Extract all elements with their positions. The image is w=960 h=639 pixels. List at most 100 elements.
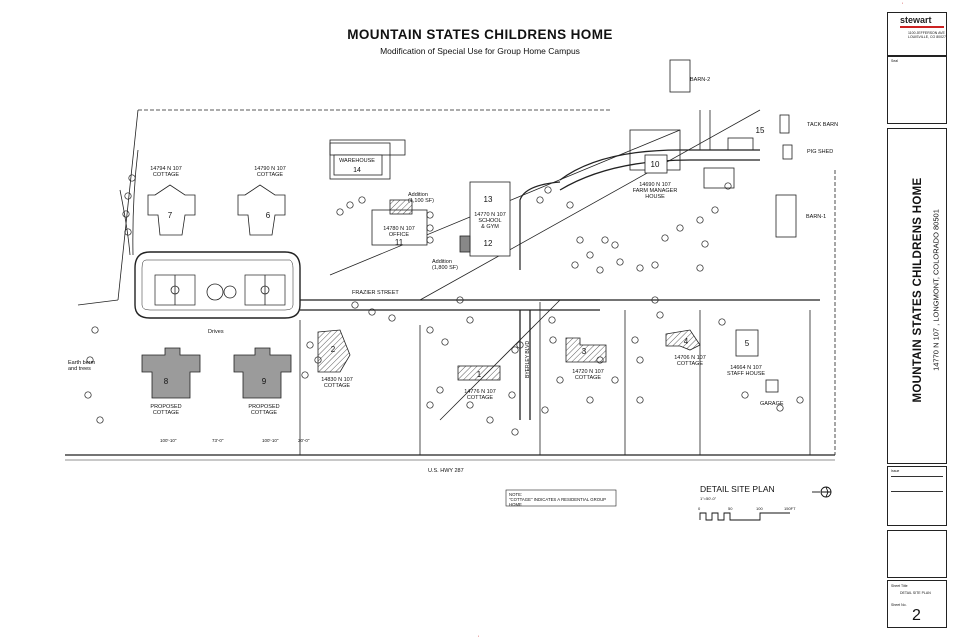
scale-tick-50: 50: [728, 506, 733, 511]
tree-42: [466, 401, 474, 409]
tree-66: [586, 396, 594, 404]
title-block-seal: Seal: [887, 56, 947, 124]
tree-58: [86, 356, 94, 364]
tree-18: [636, 264, 644, 272]
tree-13: [566, 201, 574, 209]
tree-64: [511, 428, 519, 436]
tree-55: [776, 404, 784, 412]
tree-30: [306, 341, 314, 349]
title-block-blank: [887, 530, 947, 578]
street-highway: U.S. HWY 287: [428, 468, 464, 474]
tree-33: [351, 301, 359, 309]
building-14-label: WAREHOUSE: [339, 158, 375, 164]
tree-15: [586, 251, 594, 259]
tree-2: [124, 192, 132, 200]
tree-60: [96, 416, 104, 424]
tree-57: [91, 326, 99, 334]
tree-61: [511, 346, 519, 354]
tree-54: [741, 391, 749, 399]
tree-25: [661, 234, 669, 242]
building-9-number: 9: [262, 377, 267, 386]
tree-44: [548, 316, 556, 324]
tree-32: [301, 371, 309, 379]
tree-59: [84, 391, 92, 399]
tree-39: [466, 316, 474, 324]
dimension-3: 100'-10": [262, 438, 279, 443]
tree-49: [631, 336, 639, 344]
title-block-firm: stewart 1100 JEFFERSON AVE LOUISVILLE, C…: [887, 12, 947, 56]
dimension-1: 100'-10": [160, 438, 177, 443]
building-8-number: 8: [164, 377, 169, 386]
tree-52: [656, 311, 664, 319]
tree-14: [576, 236, 584, 244]
building-5-number: 5: [745, 339, 750, 348]
issue-label: Issue: [891, 469, 900, 473]
tree-62: [508, 391, 516, 399]
tack-barn-label: TACK BARN: [807, 122, 838, 128]
tree-12: [544, 186, 552, 194]
tree-38: [456, 296, 464, 304]
tree-53: [718, 318, 726, 326]
tree-35: [388, 314, 396, 322]
scale-bar: [699, 512, 790, 521]
scale-note: 1"=50'-0": [700, 496, 717, 501]
north-arrow-icon: [812, 486, 832, 498]
tree-27: [696, 216, 704, 224]
tree-10: [426, 236, 434, 244]
tree-23: [696, 264, 704, 272]
addition-school-label: Addition(1,800 SF): [432, 259, 458, 271]
tree-1: [128, 174, 136, 182]
firm-logo: stewart: [900, 15, 932, 25]
tree-29: [724, 182, 732, 190]
dimension-4: 20'-0": [298, 438, 310, 443]
tree-16: [601, 236, 609, 244]
building-14-number: 14: [353, 167, 361, 174]
building-1-number: 1: [477, 370, 482, 379]
tree-24: [701, 240, 709, 248]
tree-63: [486, 416, 494, 424]
tree-43: [516, 341, 524, 349]
building-12-number: 12: [484, 239, 493, 248]
firm-address: 1100 JEFFERSON AVE LOUISVILLE, CO 80027: [908, 31, 946, 39]
sheet-border-mark-bottom: ▪: [478, 634, 480, 638]
tree-5: [336, 208, 344, 216]
tree-45: [549, 336, 557, 344]
barn2-label: BARN-2: [690, 77, 710, 83]
building-6-number: 6: [266, 211, 271, 220]
tree-36: [426, 326, 434, 334]
title-block-sheet: Sheet Title DETAIL SITE PLAN Sheet No. 2: [887, 580, 947, 628]
drawing-title: MOUNTAIN STATES CHILDRENS HOME: [347, 27, 613, 42]
garage-label: GARAGE: [760, 401, 784, 407]
tree-67: [636, 396, 644, 404]
dimension-2: 73'-0": [212, 438, 224, 443]
street-byerley: BYERLEY BLVD: [525, 340, 531, 378]
note-box: [505, 489, 617, 507]
tree-17: [616, 258, 624, 266]
tree-34: [368, 308, 376, 316]
building-3-number: 3: [582, 347, 587, 356]
sheet-title-label: Sheet Title: [891, 584, 908, 588]
building-11-number: 11: [395, 238, 404, 247]
project-name: MOUNTAIN STATES CHILDRENS HOME: [912, 177, 924, 403]
tree-22: [651, 261, 659, 269]
tree-31: [314, 356, 322, 364]
issue-rows: [891, 476, 943, 492]
tree-48: [611, 376, 619, 384]
tree-3: [122, 210, 130, 218]
tree-56: [796, 396, 804, 404]
sheet-border-mark: ▪: [902, 1, 904, 5]
tree-9: [426, 224, 434, 232]
tree-50: [636, 356, 644, 364]
scale-tick-0: 0: [698, 506, 701, 511]
barn1-label: BARN-1: [806, 214, 826, 220]
